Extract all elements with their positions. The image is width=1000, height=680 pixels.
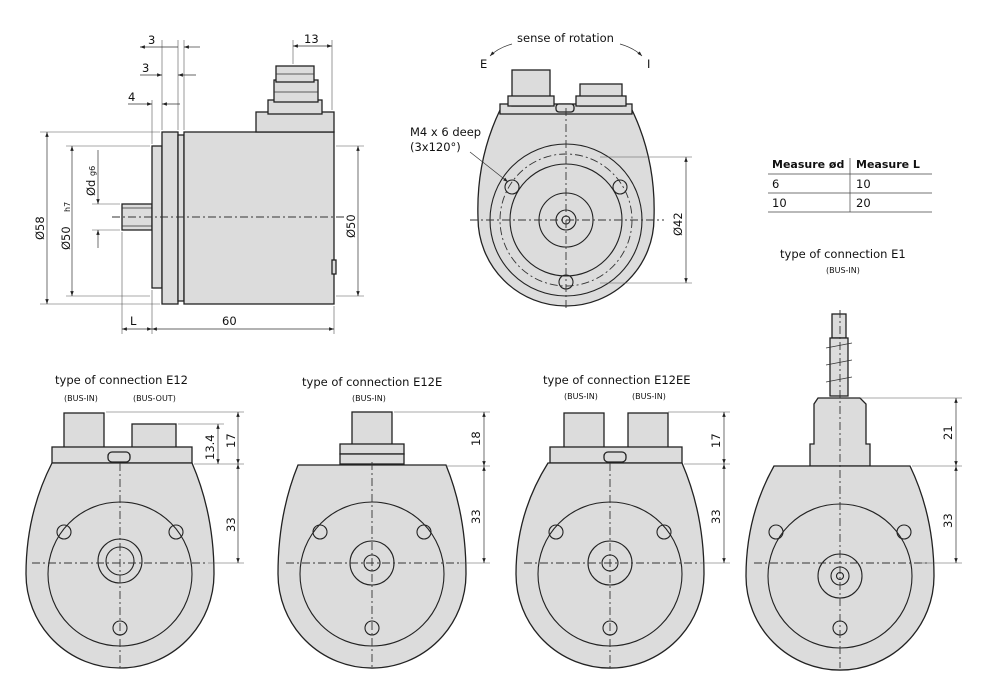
e12ee-sub1: (BUS-IN)	[564, 392, 598, 401]
e12ee-sub2: (BUS-IN)	[632, 392, 666, 401]
dim-3a: 3	[148, 33, 155, 47]
holes-note-2: (3x120°)	[410, 140, 461, 154]
dim-dia42: Ø42	[671, 212, 685, 236]
e1-sub: (BUS-IN)	[826, 266, 860, 275]
dim-L: L	[130, 314, 137, 328]
measure-table: Measure ød Measure L 6 10 10 20	[768, 158, 932, 213]
e12e-dim-18: 18	[469, 431, 483, 446]
e12-dim-17: 17	[224, 433, 238, 448]
e12-dim-33: 33	[224, 517, 238, 532]
e1-dim-21: 21	[941, 425, 955, 440]
dim-dia-d: Ød	[84, 180, 98, 196]
rotation-label: sense of rotation	[517, 31, 614, 45]
dim-4: 4	[128, 90, 135, 104]
e1-title: type of connection E1	[780, 247, 906, 261]
e1-dim-33: 33	[941, 513, 955, 528]
e12-dim-134: 13.4	[203, 434, 217, 460]
e12ee-dim-33: 33	[709, 509, 723, 524]
table-header-d: Measure ød	[772, 158, 844, 171]
table-cell: 20	[856, 196, 871, 210]
dim-dia50h7-sub: h7	[63, 202, 72, 212]
e12ee-dim-17: 17	[709, 433, 723, 448]
dim-13: 13	[304, 32, 319, 46]
view-e1: type of connection E1 (BUS-IN) 21 33	[745, 247, 962, 671]
e12e-sub: (BUS-IN)	[352, 394, 386, 403]
rotation-I: I	[647, 57, 650, 71]
table-cell: 10	[856, 177, 871, 191]
housing	[183, 131, 335, 305]
e12-sub1: (BUS-IN)	[64, 394, 98, 403]
e12-title: type of connection E12	[55, 373, 188, 387]
side-connector	[267, 65, 323, 115]
dim-dia-d-sub: g6	[88, 166, 97, 176]
table-cell: 10	[772, 196, 787, 210]
table-header-L: Measure L	[856, 158, 920, 171]
dim-dia58: Ø58	[33, 216, 47, 240]
e12e-dim-33: 33	[469, 509, 483, 524]
e12e-title: type of connection E12E	[302, 375, 442, 389]
dim-dia50h7: Ø50	[59, 226, 73, 250]
table-cell: 6	[772, 177, 779, 191]
rotation-E: E	[480, 57, 487, 71]
e12ee-title: type of connection E12EE	[543, 373, 691, 387]
holes-note-1: M4 x 6 deep	[410, 125, 481, 139]
view-e12: type of connection E12 (BUS-IN) (BUS-OUT…	[25, 373, 244, 669]
dim-dia50: Ø50	[344, 214, 358, 238]
side-view: 3 3 4 13 Ø58 Ø50 h7 Ød g6 Ø50	[33, 32, 364, 334]
e12-sub2: (BUS-OUT)	[133, 394, 176, 403]
front-view: sense of rotation E I M4 x 6 deep (3x120…	[410, 31, 692, 310]
dim-3b: 3	[142, 61, 149, 75]
dim-60: 60	[222, 314, 237, 328]
flange	[161, 131, 179, 305]
view-e12e: type of connection E12E (BUS-IN) 18 33	[277, 375, 490, 669]
view-e12ee: type of connection E12EE (BUS-IN) (BUS-I…	[515, 373, 730, 669]
